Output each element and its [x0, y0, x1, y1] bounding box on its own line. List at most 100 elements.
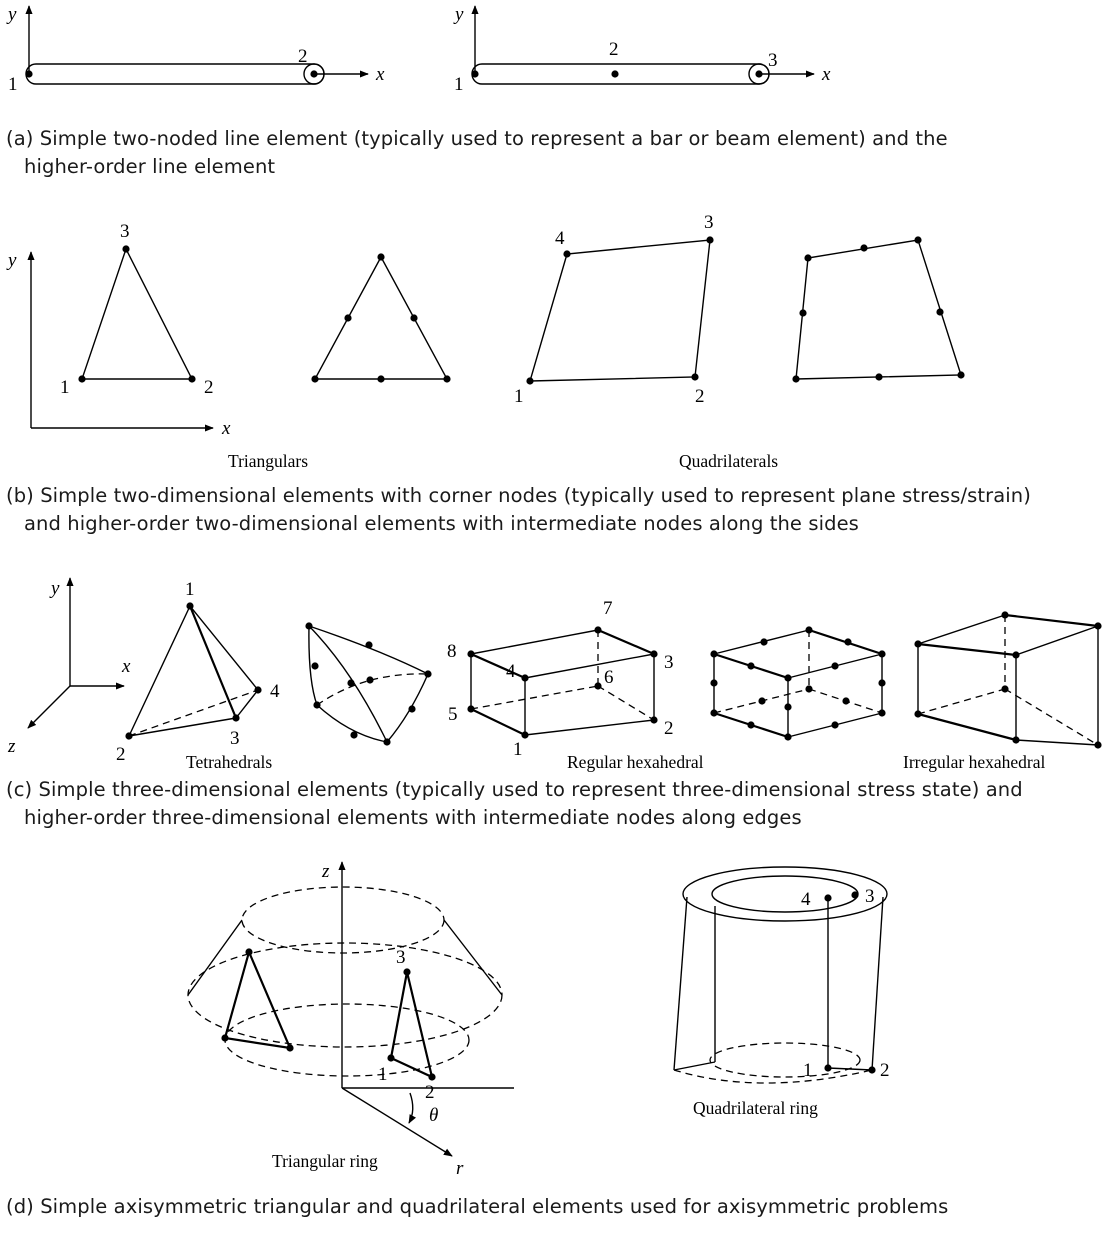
hidden-curved-edge — [316, 673, 429, 706]
curved-edge — [316, 704, 388, 743]
corner-node — [878, 650, 886, 658]
hex-edge — [470, 708, 526, 736]
caption-line: (d) Simple axisymmetric triangular and q… — [6, 1195, 949, 1218]
y-axis-label: y — [6, 250, 17, 271]
panel-b-caption: (b) Simple two-dimensional elements with… — [6, 482, 1100, 538]
node-1-label: 1 — [513, 739, 523, 760]
z-axis-arrow — [27, 685, 71, 729]
corner-node — [710, 650, 718, 658]
edge-node — [747, 721, 755, 729]
node-2 — [691, 373, 699, 381]
node-8-label: 8 — [447, 641, 457, 662]
triangle-outline — [81, 247, 194, 380]
node-3-label: 3 — [865, 886, 875, 907]
side-node — [410, 314, 418, 322]
tetra-bottom-edge — [128, 717, 237, 737]
node-2 — [125, 732, 133, 740]
corner-node — [313, 701, 321, 709]
x-axis-label: x — [821, 64, 831, 85]
node-2 — [188, 375, 196, 383]
y-axis-label: y — [6, 4, 17, 25]
caption-line: and higher-order two-dimensional element… — [24, 512, 859, 535]
node-3-label: 3 — [230, 728, 240, 749]
corner-node — [1012, 736, 1020, 744]
edge-node — [408, 705, 416, 713]
caption-line: (b) Simple two-dimensional elements with… — [6, 484, 1031, 507]
caption-line: (c) Simple three-dimensional elements (t… — [6, 778, 1023, 801]
corner-node — [914, 640, 922, 648]
node-5-label: 5 — [448, 704, 458, 725]
ring-inner-bottom — [709, 1042, 861, 1078]
quadrilateral-ring-element: 1 2 3 4 Quadrilateral ring — [673, 866, 890, 1118]
panel-d-caption: (d) Simple axisymmetric triangular and q… — [6, 1193, 1100, 1221]
edge-node — [311, 662, 319, 670]
ring-outer-side — [871, 896, 884, 1071]
edge-node — [365, 641, 373, 649]
panel-a: y x 1 2 y x 1 2 3 — [6, 4, 831, 95]
node-4 — [563, 250, 571, 258]
simple-tetrahedral-element: 1 2 3 4 — [116, 579, 280, 765]
node-1 — [387, 1054, 395, 1062]
ring-section-edge — [827, 1067, 873, 1071]
corner-node — [957, 371, 965, 379]
node-4 — [824, 894, 832, 902]
caption-line: higher-order three-dimensional elements … — [24, 806, 802, 829]
node-1 — [25, 70, 33, 78]
front-triangle — [389, 971, 434, 1079]
hex-edge — [917, 614, 1006, 645]
corner-node — [914, 236, 922, 244]
tetra-side-edge — [235, 689, 259, 719]
corner-node — [784, 733, 792, 741]
edge-node — [844, 638, 852, 646]
edge-node — [758, 697, 766, 705]
hex-edge — [524, 653, 655, 679]
edge-node — [878, 679, 886, 687]
node-2-label: 2 — [116, 744, 126, 765]
y-axis-label: y — [49, 578, 60, 599]
edge-node — [366, 676, 374, 684]
node-2-label: 2 — [425, 1082, 435, 1103]
hex-hidden-edge — [1004, 688, 1099, 746]
corner-node — [443, 375, 451, 383]
node-1-label: 1 — [514, 386, 524, 407]
corner-node — [1001, 685, 1009, 693]
node-1-label: 1 — [8, 74, 18, 95]
higher-order-quadrilateral-element — [792, 236, 965, 383]
edge-node — [347, 679, 355, 687]
higher-order-line-element: y x 1 2 3 — [453, 4, 831, 95]
side-node — [799, 309, 807, 317]
regular-hexahedral-label: Regular hexahedral — [567, 752, 704, 772]
higher-order-triangle-element — [311, 253, 451, 383]
node-3-label: 3 — [396, 947, 406, 968]
caption-line: (a) Simple two-noded line element (typic… — [6, 127, 948, 150]
node-6-label: 6 — [604, 667, 614, 688]
regular-hexahedral-element: 1 2 3 4 5 6 7 8 — [447, 598, 674, 760]
node-1 — [186, 602, 194, 610]
hex-hidden-edge — [597, 685, 655, 721]
hex-hidden-edge — [917, 688, 1006, 715]
hex-edge — [470, 629, 599, 655]
triangular-ring-element: z r θ 1 2 3 Triangular ring — [187, 861, 514, 1179]
ring-outer-line — [187, 919, 243, 996]
hex-hidden-edge — [470, 685, 599, 710]
ring-inner-top — [711, 875, 859, 913]
hex-edge — [470, 652, 526, 680]
curved-edge — [308, 625, 388, 743]
two-noded-line-element: y x 1 2 — [6, 4, 385, 95]
hex-edge — [524, 719, 655, 736]
corner-node — [784, 674, 792, 682]
node-2-label: 2 — [609, 39, 619, 60]
panel-a-caption: (a) Simple two-noded line element (typic… — [6, 125, 1100, 181]
node-3-label: 3 — [768, 50, 778, 71]
node-3 — [650, 650, 658, 658]
ring-outer-top — [682, 866, 888, 922]
node-3 — [755, 70, 763, 78]
node-3 — [706, 236, 714, 244]
ring-middle-ellipse — [187, 942, 503, 1048]
curved-edge — [308, 625, 429, 675]
node-8 — [467, 650, 475, 658]
ring-outer-line — [443, 919, 503, 996]
node-2 — [428, 1073, 436, 1081]
y-axis-label: y — [453, 4, 464, 25]
